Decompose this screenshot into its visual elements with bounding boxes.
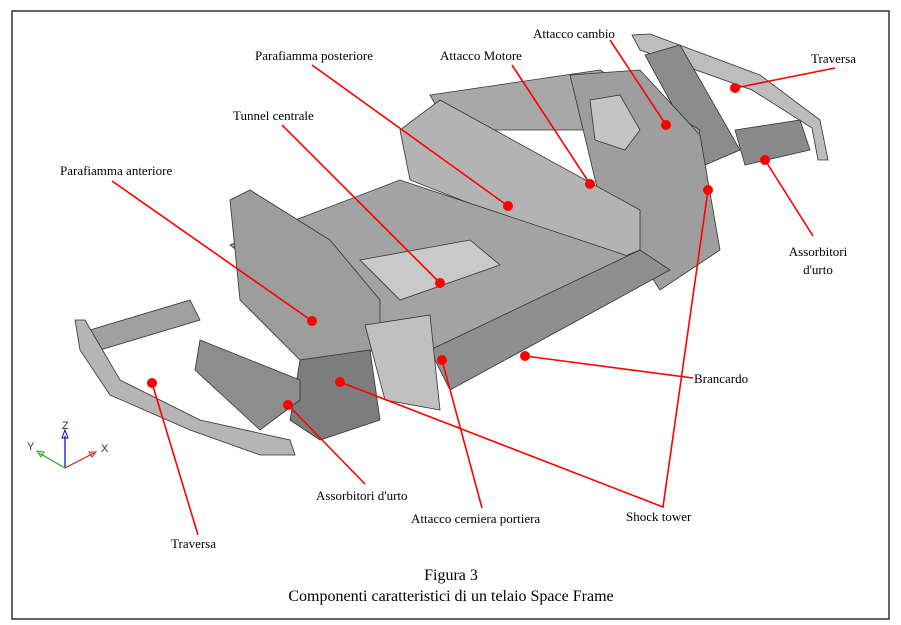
- label-parafiamma-anteriore: Parafiamma anteriore: [60, 163, 172, 178]
- label-traversa-rear: Traversa: [811, 51, 856, 66]
- z-arrow-icon: [61, 428, 69, 439]
- leader-brancardo: [524, 355, 694, 379]
- marker-dots: [147, 83, 770, 410]
- leader-parafiamma-anteriore: [111, 180, 313, 322]
- rear-crossmember: [631, 33, 829, 161]
- axis-triad: Z Y X: [27, 420, 109, 469]
- label-shock-tower: Shock tower: [626, 509, 692, 524]
- space-frame-chassis-illustration: [74, 33, 829, 456]
- label-tunnel-centrale: Tunnel centrale: [233, 108, 314, 123]
- axis-label-x: X: [101, 443, 109, 455]
- marker-dot: [435, 278, 445, 288]
- figure-caption: Componenti caratteristici di un telaio S…: [288, 588, 613, 605]
- rear-crash-box-right: [734, 119, 811, 166]
- figure-number: Figura 3: [424, 567, 478, 584]
- marker-dot: [335, 377, 345, 387]
- marker-dot: [661, 120, 671, 130]
- leader-assorbitori-front: [287, 404, 366, 485]
- marker-dot: [307, 316, 317, 326]
- label-attacco-cerniera: Attacco cerniera portiera: [411, 511, 540, 526]
- x-axis: [64, 452, 95, 469]
- central-tunnel: [359, 239, 501, 301]
- axis-label-z: Z: [62, 420, 69, 432]
- front-crossmember: [74, 319, 296, 456]
- marker-dot: [503, 201, 513, 211]
- marker-dot: [760, 155, 770, 165]
- leader-traversa-rear: [734, 67, 836, 89]
- front-shock-tower: [289, 349, 381, 441]
- axis-label-y: Y: [27, 441, 35, 453]
- marker-dot: [703, 185, 713, 195]
- leader-attacco-cerniera: [441, 359, 483, 509]
- y-axis: [38, 452, 66, 469]
- marker-dot: [520, 351, 530, 361]
- leader-assorbitori-rear: [764, 159, 814, 237]
- engine-mount-plate: [589, 94, 641, 151]
- marker-dot: [585, 179, 595, 189]
- label-assorbitori-rear-2: d'urto: [803, 262, 833, 277]
- labels: Attacco cambio Parafiamma posteriore Att…: [60, 26, 856, 551]
- leader-attacco-cambio: [609, 39, 667, 126]
- marker-dot: [147, 378, 157, 388]
- label-assorbitori-rear-1: Assorbitori: [789, 244, 848, 259]
- label-brancardo: Brancardo: [694, 371, 748, 386]
- leader-attacco-motore: [511, 64, 591, 185]
- label-attacco-motore: Attacco Motore: [440, 48, 522, 63]
- marker-dot: [437, 355, 447, 365]
- a-pillar: [364, 314, 441, 411]
- label-assorbitori-front: Assorbitori d'urto: [316, 488, 408, 503]
- marker-dot: [730, 83, 740, 93]
- x-arrow-icon: [88, 451, 98, 458]
- front-crash-box-right: [194, 339, 301, 431]
- side-sill: [429, 249, 671, 391]
- leader-tunnel-centrale: [281, 124, 441, 284]
- leader-traversa-front: [151, 382, 199, 536]
- y-arrow-icon: [35, 450, 45, 458]
- leader-parafiamma-posteriore: [311, 64, 509, 207]
- leader-lines: [111, 39, 836, 536]
- leader-shock-tower: [339, 189, 709, 509]
- label-attacco-cambio: Attacco cambio: [533, 26, 615, 41]
- label-parafiamma-posteriore: Parafiamma posteriore: [255, 48, 373, 63]
- label-traversa-front: Traversa: [171, 536, 216, 551]
- marker-dot: [283, 400, 293, 410]
